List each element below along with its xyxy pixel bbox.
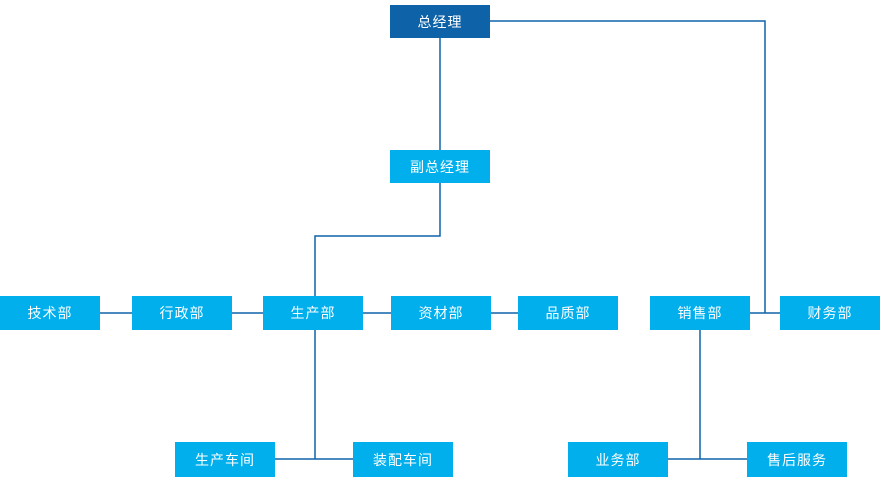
node-assembly-workshop: 装配车间 [353,442,453,477]
node-materials-dept: 资材部 [391,296,491,330]
node-technology-dept: 技术部 [0,296,100,330]
node-production-dept: 生产部 [263,296,363,330]
node-administration-dept: 行政部 [132,296,232,330]
node-business-dept: 业务部 [568,442,668,477]
node-after-sales-service: 售后服务 [747,442,847,477]
node-sales-dept: 销售部 [650,296,750,330]
node-deputy-general-manager: 副总经理 [390,150,490,183]
connector-ceo-to-sales-finance [490,20,766,313]
node-finance-dept: 财务部 [780,296,880,330]
connector-deputy-to-production [314,183,441,296]
node-quality-dept: 品质部 [518,296,618,330]
node-general-manager: 总经理 [390,5,490,38]
node-production-workshop: 生产车间 [175,442,275,477]
